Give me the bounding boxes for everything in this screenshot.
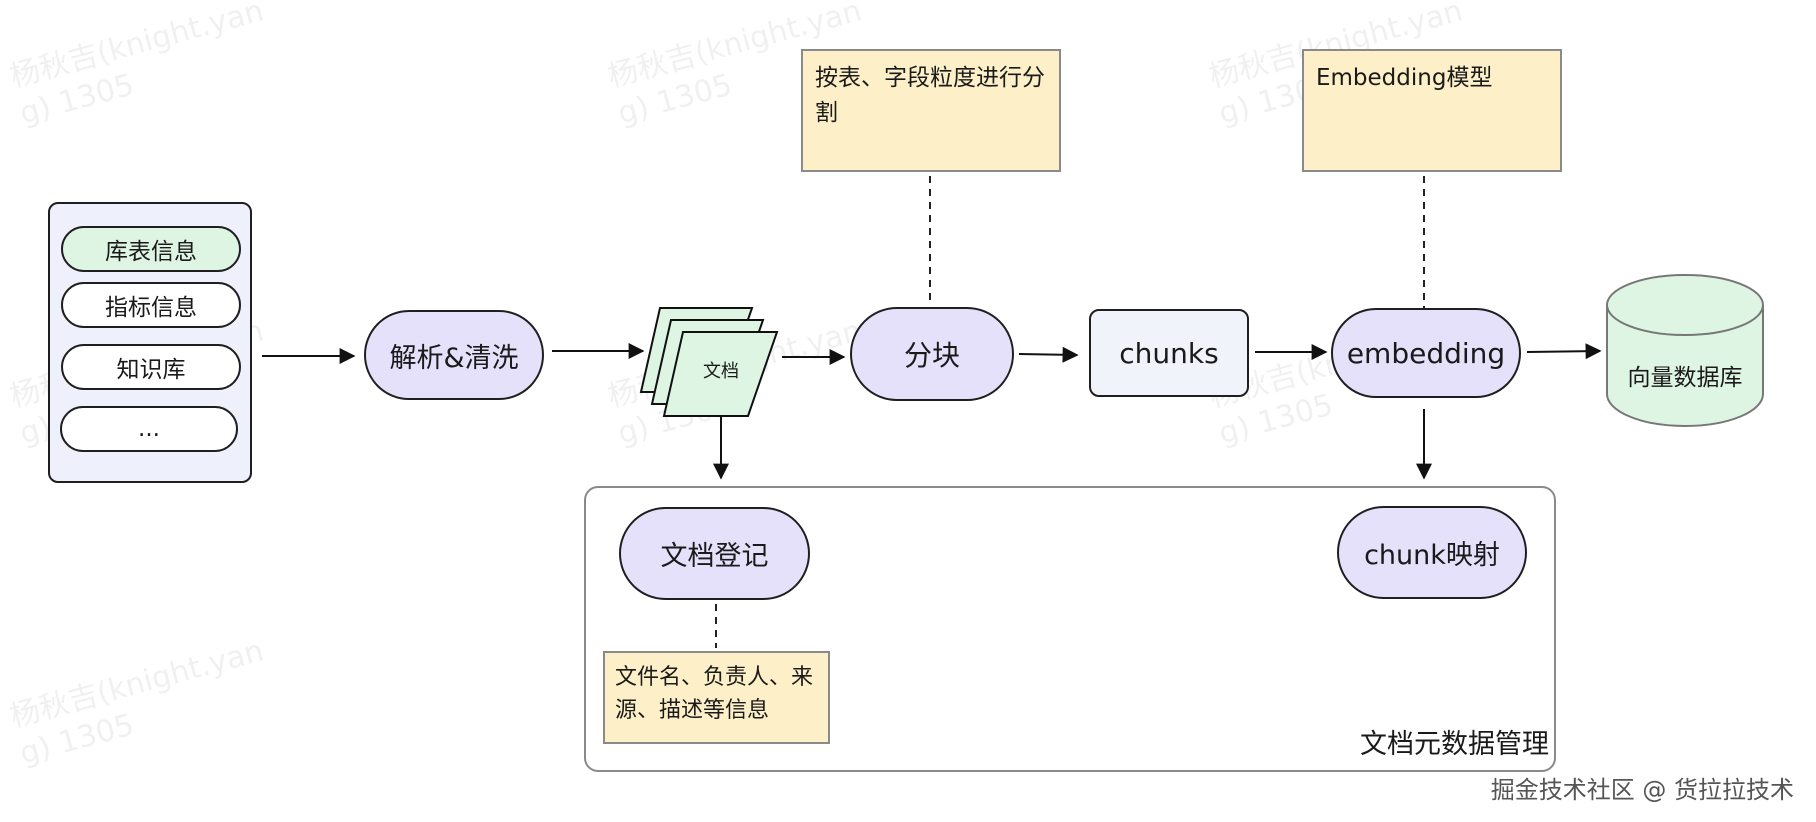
document-label: 文档 (703, 361, 739, 382)
footer-credit: 掘金技术社区 @ 货拉拉技术 (1490, 776, 1794, 804)
arrow-chunking-to-chunks (1018, 346, 1079, 363)
chunk-strategy-note: 按表、字段粒度进行分割 (801, 49, 1061, 172)
metadata-panel-title: 文档元数据管理 (1360, 729, 1549, 760)
doc-register-note: 文件名、负责人、来源、描述等信息 (603, 651, 830, 744)
chunk-mapping-node: chunk映射 (1337, 506, 1527, 599)
embedding-node: embedding (1331, 308, 1521, 398)
document-stack-icon (639, 307, 779, 417)
chunking-node: 分块 (850, 307, 1014, 401)
vector-db-cylinder (1606, 274, 1764, 427)
source-item-table-info: 库表信息 (61, 226, 241, 272)
chunks-node: chunks (1089, 309, 1249, 397)
arrow-embedding-to-vector-db (1526, 343, 1602, 360)
source-item-more: ... (60, 406, 238, 452)
source-item-knowledge-base: 知识库 (61, 344, 241, 390)
vector-db-label: 向量数据库 (1627, 365, 1743, 391)
doc-register-node: 文档登记 (619, 507, 810, 600)
embedding-model-note: Embedding模型 (1302, 49, 1562, 172)
source-item-metric-info: 指标信息 (61, 282, 241, 328)
parse-clean-node: 解析&清洗 (364, 310, 544, 400)
